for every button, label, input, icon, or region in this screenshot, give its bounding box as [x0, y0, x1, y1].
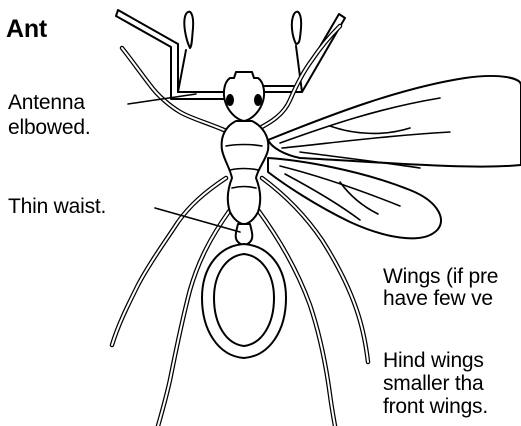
- hind-wings-label-line3: front wings.: [383, 396, 488, 417]
- hind-wings-label-line1: Hind wings: [383, 350, 484, 371]
- petiole: [236, 224, 253, 245]
- thorax: [222, 121, 269, 224]
- left-antenna: [116, 10, 230, 99]
- wings-label-line1: Wings (if pre: [383, 266, 498, 287]
- antenna-label-line1: Antenna: [8, 92, 85, 113]
- hind-wings-label-line2: smaller tha: [383, 373, 484, 394]
- wings-label-line2: have few ve: [383, 288, 493, 309]
- right-eye: [255, 95, 261, 105]
- left-eye: [227, 95, 233, 105]
- antenna-label-line2: elbowed.: [8, 117, 90, 138]
- diagram-title: Ant: [6, 17, 47, 42]
- body: [202, 72, 286, 358]
- right-antenna-club: [292, 12, 301, 44]
- waist-label: Thin waist.: [8, 196, 106, 217]
- wings: [268, 76, 521, 238]
